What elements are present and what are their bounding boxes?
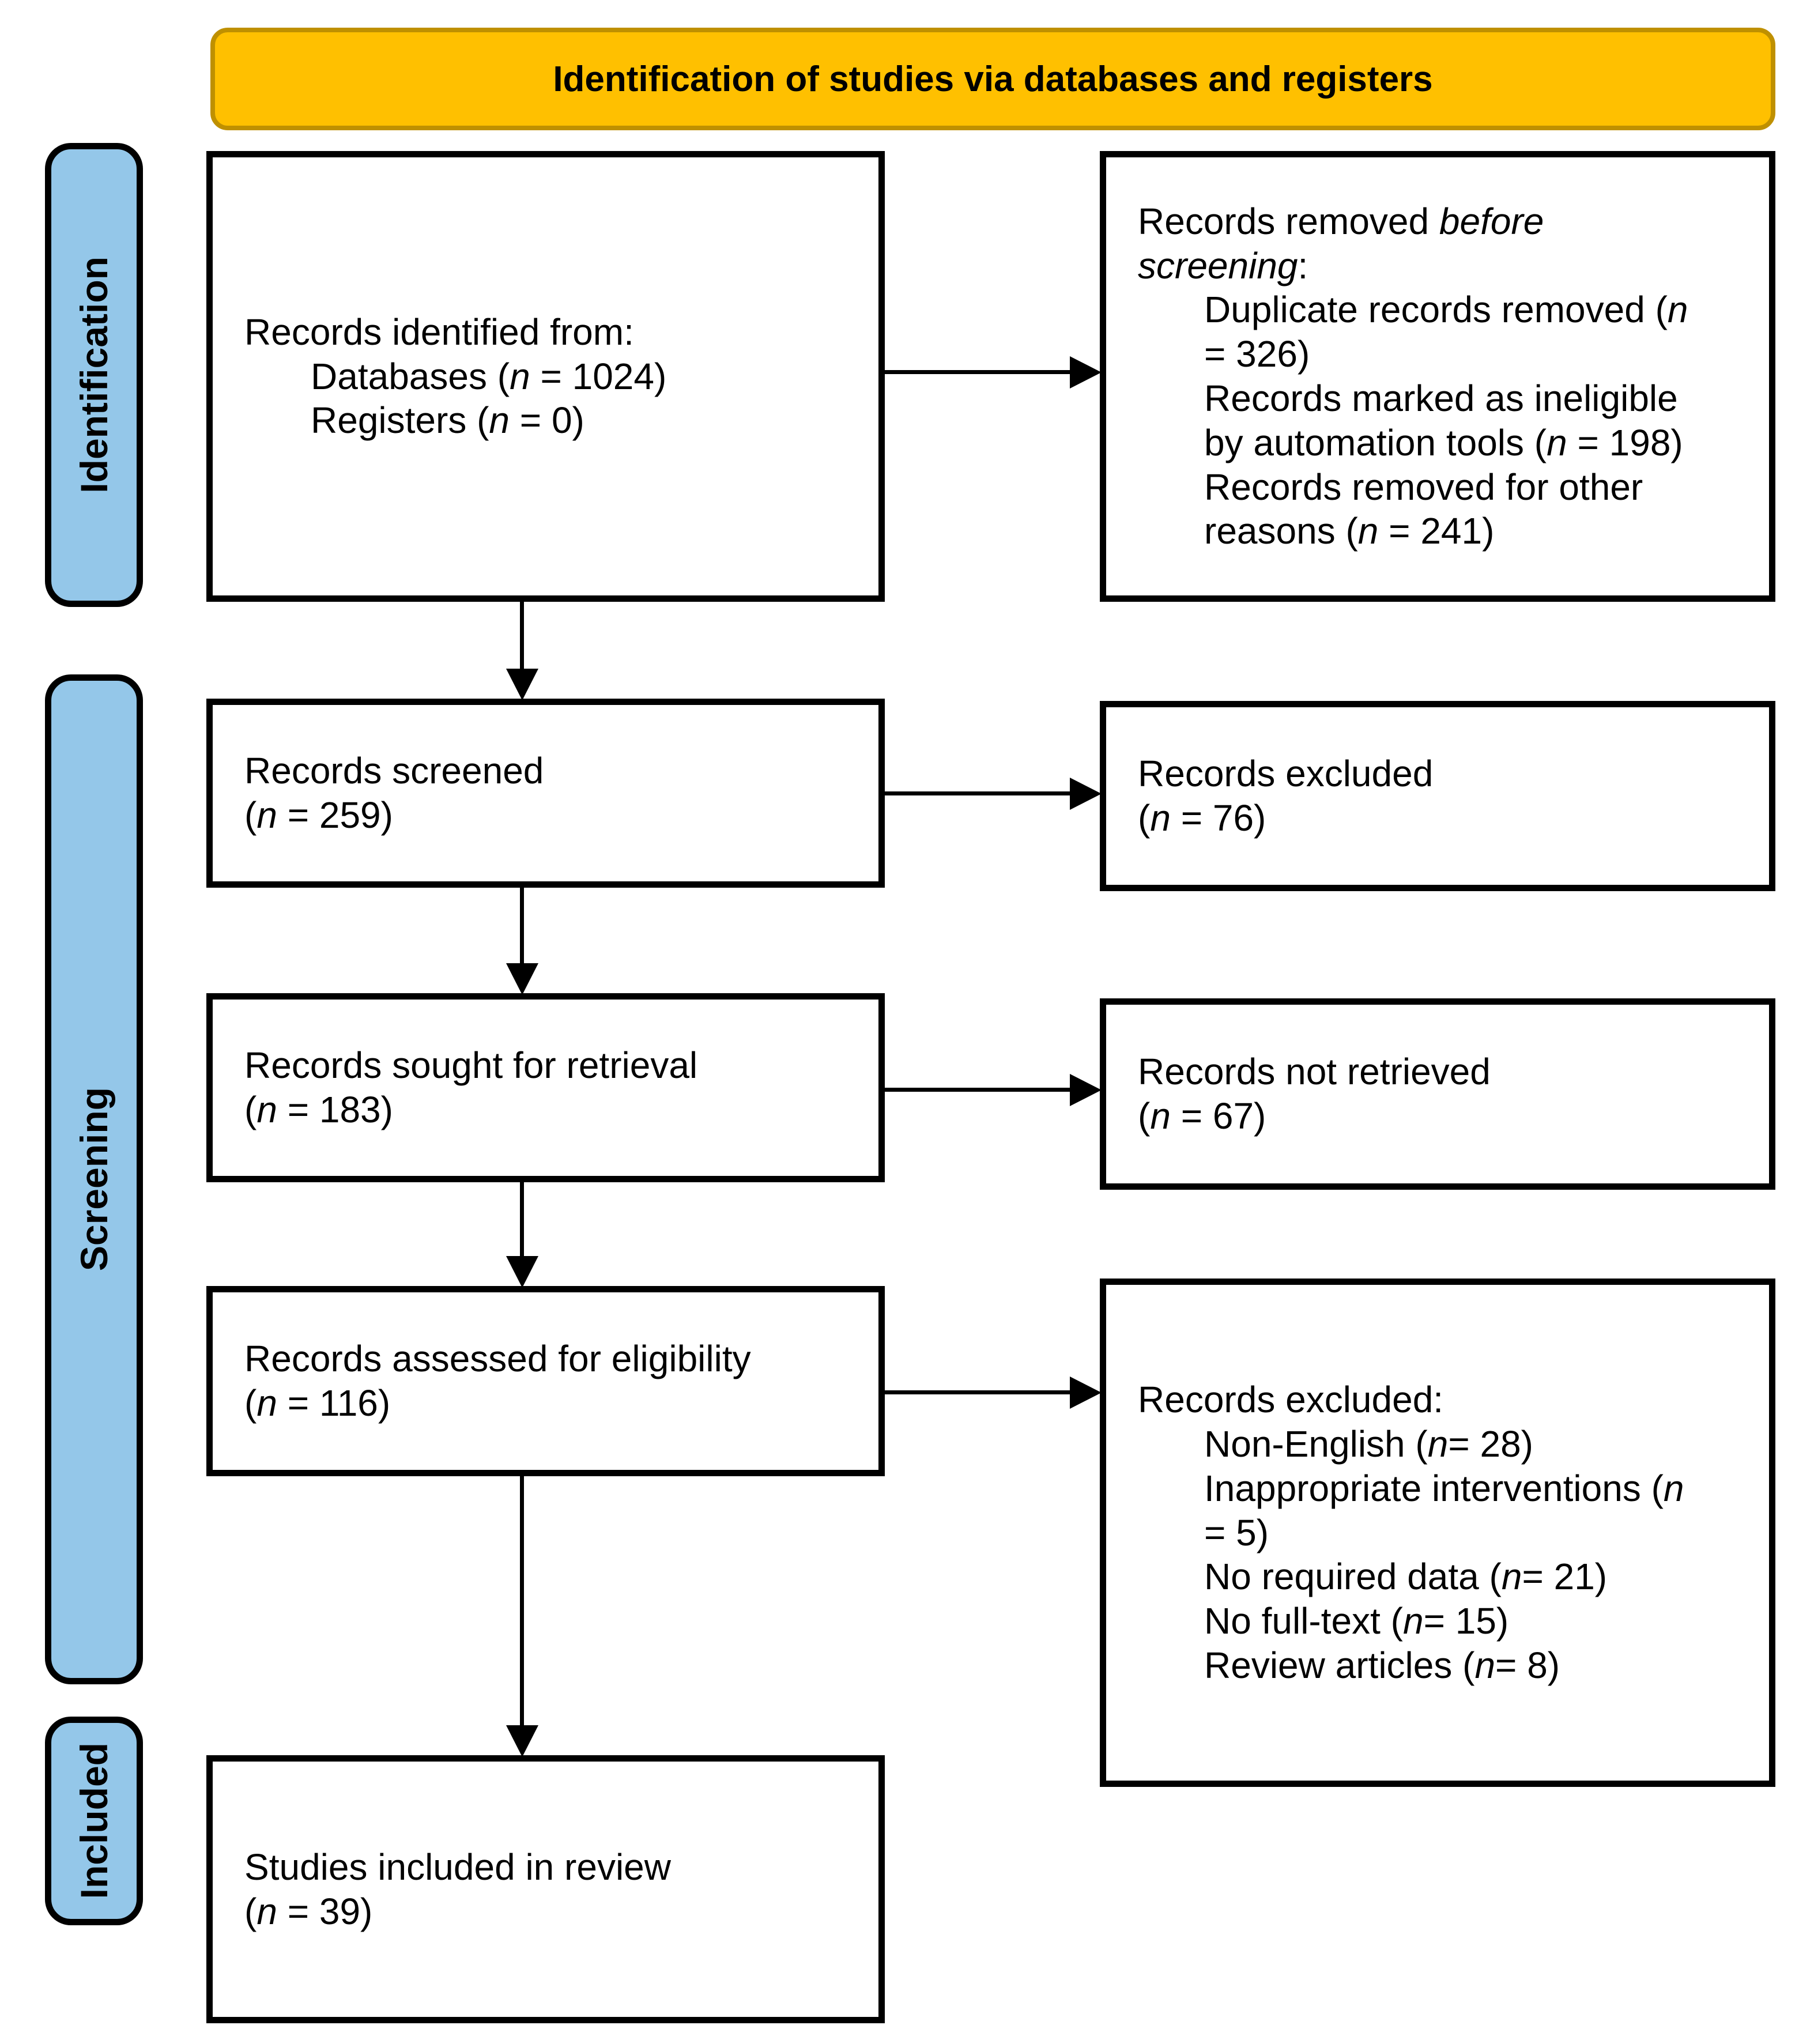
box-records-excluded: Records excluded(n = 76) [1100, 701, 1775, 891]
box-line: (n = 67) [1138, 1095, 1266, 1137]
box-records-excluded-reasons: Records excluded:Non-English (n= 28)Inap… [1100, 1279, 1775, 1787]
side-label-included-text: Included [73, 1743, 115, 1899]
arrow-screened-to-excluded [885, 791, 1071, 795]
arrow-assessed-to-included [520, 1476, 524, 1726]
arrow-sought-to-assessed [520, 1182, 524, 1257]
box-line: Records screened [244, 750, 544, 792]
banner-title: Identification of studies via databases … [553, 59, 1433, 99]
box-line: Records removed before screening: [1138, 200, 1544, 286]
box-line: Inappropriate interventions (n = 5) [1204, 1467, 1684, 1553]
arrow-assessed-to-excluded-reasons [885, 1390, 1071, 1394]
arrow-sought-to-not-retrieved [885, 1088, 1071, 1092]
box-line: Records excluded: [1138, 1379, 1444, 1421]
box-line: No full-text (n= 15) [1204, 1600, 1509, 1642]
box-line: Records marked as ineligible by automati… [1204, 378, 1683, 463]
box-records-screened: Records screened(n = 259) [206, 699, 885, 888]
arrow-screened-to-sought [520, 888, 524, 964]
box-line: Records identified from: [244, 311, 634, 353]
side-label-included: Included [45, 1717, 143, 1925]
box-line: Non-English (n= 28) [1204, 1423, 1533, 1465]
box-line: Records sought for retrieval [244, 1044, 698, 1087]
box-line: (n = 259) [244, 794, 393, 836]
box-line: No required data (n= 21) [1204, 1556, 1608, 1598]
side-label-identification: Identification [45, 143, 143, 607]
box-line: (n = 183) [244, 1089, 393, 1130]
box-line: Records not retrieved [1138, 1051, 1491, 1093]
side-label-identification-text: Identification [73, 257, 115, 493]
box-records-sought-for-retrieval: Records sought for retrieval(n = 183) [206, 993, 885, 1182]
box-records-identified: Records identified from:Databases (n = 1… [206, 151, 885, 602]
box-studies-included-in-review: Studies included in review(n = 39) [206, 1755, 885, 2023]
box-line: (n = 39) [244, 1890, 373, 1932]
box-line: Databases (n = 1024) [311, 355, 667, 397]
box-line: Records excluded [1138, 753, 1434, 795]
box-line: Studies included in review [244, 1846, 671, 1888]
side-label-screening-text: Screening [73, 1087, 115, 1272]
box-line: (n = 76) [1138, 797, 1266, 839]
banner: Identification of studies via databases … [210, 28, 1775, 130]
arrow-identified-to-screened [520, 602, 524, 670]
box-line: Records removed for other reasons (n = 2… [1204, 466, 1643, 552]
arrow-identified-to-removed [885, 370, 1071, 374]
box-line: Records assessed for eligibility [244, 1338, 751, 1380]
box-line: (n = 116) [244, 1382, 391, 1424]
box-records-assessed-for-eligibility: Records assessed for eligibility(n = 116… [206, 1286, 885, 1476]
box-line: Duplicate records removed (n = 326) [1204, 289, 1688, 375]
box-line: Review articles (n= 8) [1204, 1644, 1560, 1686]
box-line: Registers (n = 0) [311, 399, 584, 442]
box-records-removed-before-screening: Records removed before screening:Duplica… [1100, 151, 1775, 602]
side-label-screening: Screening [45, 674, 143, 1684]
box-records-not-retrieved: Records not retrieved(n = 67) [1100, 998, 1775, 1190]
